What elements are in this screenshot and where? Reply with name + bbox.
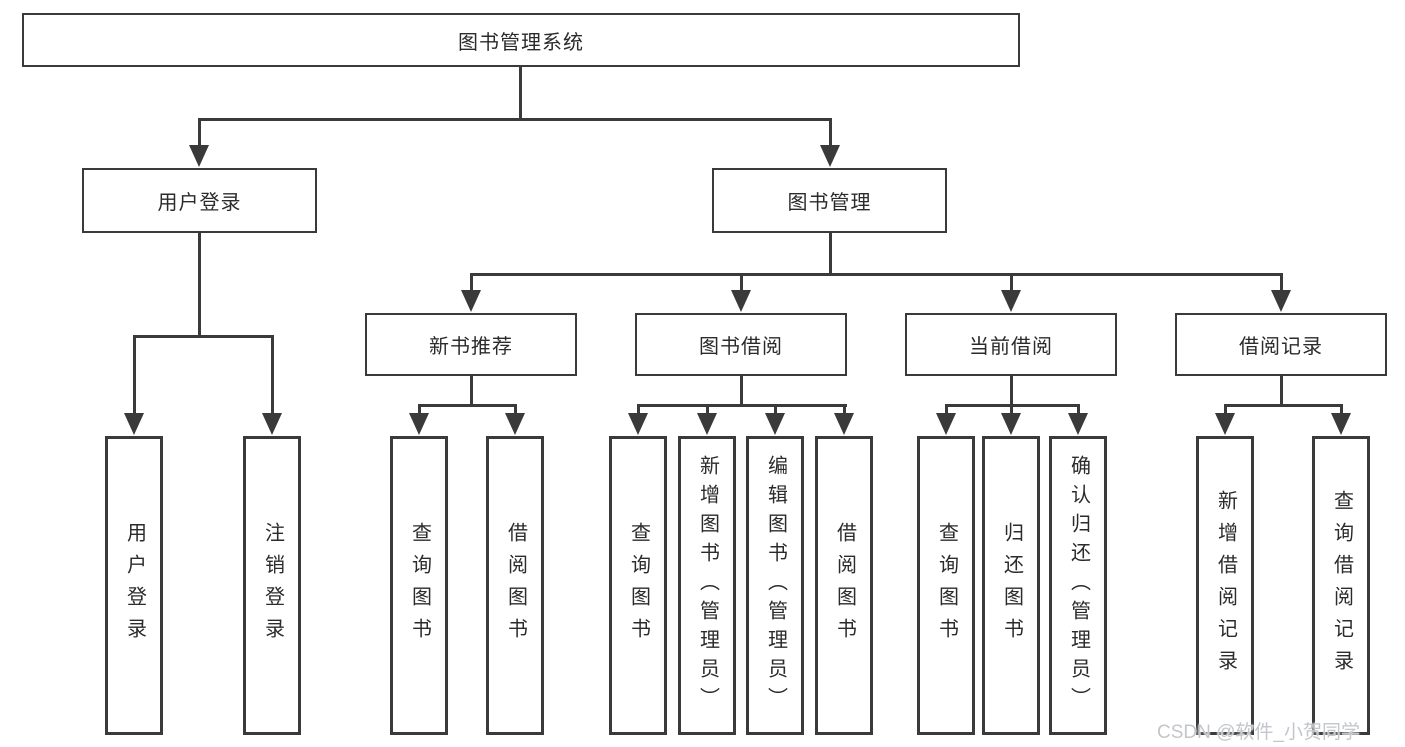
arrow-down-icon (1331, 413, 1351, 435)
node-library-system: 图书管理系统 (22, 13, 1020, 67)
node-label: 图书管理系统 (458, 31, 584, 54)
node-label: 新书推荐 (429, 336, 513, 358)
leaf-borrowing-query-books: 查询图书 (609, 436, 667, 735)
leaf-current-confirm-return-admin: 确认归还（管理员） (1049, 436, 1107, 735)
leaf-user-login: 用户登录 (105, 436, 163, 735)
connector-line (197, 118, 201, 148)
node-label: 借阅记录 (1239, 336, 1323, 358)
arrow-down-icon (409, 413, 429, 435)
connector-line (842, 404, 846, 416)
leaf-label: 查询图书 (627, 521, 650, 650)
connector-line (1223, 404, 1343, 407)
leaf-current-query-books: 查询图书 (917, 436, 975, 735)
arrow-down-icon (1001, 290, 1021, 312)
node-label: 当前借阅 (969, 336, 1053, 358)
connector-line (1009, 404, 1013, 416)
connector-line (513, 404, 517, 416)
leaf-label: 借阅图书 (833, 521, 856, 650)
leaf-label: 确认归还（管理员） (1067, 455, 1090, 716)
connector-line (469, 376, 473, 407)
connector-line (636, 404, 640, 416)
leaf-borrowing-add-books-admin: 新增图书（管理员） (678, 436, 736, 735)
node-user-login: 用户登录 (82, 168, 317, 233)
arrow-down-icon (765, 413, 785, 435)
leaf-label: 查询图书 (935, 521, 958, 650)
connector-line (1009, 273, 1013, 293)
connector-line (739, 273, 743, 293)
connector-line (519, 67, 522, 120)
connector-line (705, 404, 709, 416)
connector-line (469, 273, 473, 293)
leaf-records-query-record: 查询借阅记录 (1312, 436, 1370, 735)
connector-line (417, 404, 517, 407)
connector-line (636, 404, 847, 407)
connector-line (417, 404, 421, 416)
node-label: 图书借阅 (699, 336, 783, 358)
node-label: 用户登录 (157, 192, 242, 214)
connector-line (197, 118, 832, 121)
arrow-down-icon (1068, 413, 1088, 435)
connector-line (739, 376, 743, 407)
arrow-down-icon (505, 413, 525, 435)
node-current-borrowing: 当前借阅 (905, 313, 1117, 376)
node-borrowing-records: 借阅记录 (1175, 313, 1387, 376)
arrow-down-icon (731, 290, 751, 312)
leaf-label: 用户登录 (123, 521, 146, 650)
csdn-watermark: CSDN @软件_小贺同学 (1157, 722, 1360, 743)
connector-line (944, 404, 948, 416)
arrow-down-icon (1271, 290, 1291, 312)
connector-line (270, 335, 274, 416)
node-book-borrowing: 图书借阅 (635, 313, 847, 376)
leaf-label: 归还图书 (1000, 521, 1023, 650)
arrow-down-icon (1001, 413, 1021, 435)
connector-line (1339, 404, 1343, 416)
connector-line (132, 335, 274, 338)
arrow-down-icon (628, 413, 648, 435)
arrow-down-icon (697, 413, 717, 435)
connector-line (132, 335, 136, 416)
connector-line (1009, 376, 1013, 407)
arrow-down-icon (189, 145, 209, 167)
connector-line (828, 233, 832, 276)
node-new-book-recommend: 新书推荐 (365, 313, 577, 376)
arrow-down-icon (1215, 413, 1235, 435)
leaf-label: 查询借阅记录 (1330, 489, 1353, 682)
leaf-recommend-query-books: 查询图书 (390, 436, 448, 735)
leaf-borrowing-borrow-books: 借阅图书 (815, 436, 873, 735)
arrow-down-icon (834, 413, 854, 435)
leaf-label: 借阅图书 (504, 521, 527, 650)
leaf-records-add-record: 新增借阅记录 (1196, 436, 1254, 735)
leaf-label: 编辑图书（管理员） (764, 455, 787, 716)
leaf-label: 注销登录 (261, 521, 284, 650)
connector-line (1223, 404, 1227, 416)
arrow-down-icon (820, 145, 840, 167)
leaf-label: 新增图书（管理员） (696, 455, 719, 716)
connector-line (773, 404, 777, 416)
arrow-down-icon (124, 413, 144, 435)
node-book-management: 图书管理 (712, 168, 947, 233)
leaf-logout: 注销登录 (243, 436, 301, 735)
arrow-down-icon (262, 413, 282, 435)
arrow-down-icon (461, 290, 481, 312)
connector-line (197, 233, 201, 338)
leaf-label: 新增借阅记录 (1214, 489, 1237, 682)
leaf-current-return-books: 归还图书 (982, 436, 1040, 735)
connector-line (1279, 376, 1283, 407)
connector-line (469, 273, 1283, 276)
node-label: 图书管理 (787, 192, 872, 214)
leaf-borrowing-edit-books-admin: 编辑图书（管理员） (746, 436, 804, 735)
leaf-recommend-borrow-books: 借阅图书 (486, 436, 544, 735)
connector-line (828, 118, 832, 148)
connector-line (1076, 404, 1080, 416)
connector-line (1279, 273, 1283, 293)
leaf-label: 查询图书 (408, 521, 431, 650)
arrow-down-icon (936, 413, 956, 435)
